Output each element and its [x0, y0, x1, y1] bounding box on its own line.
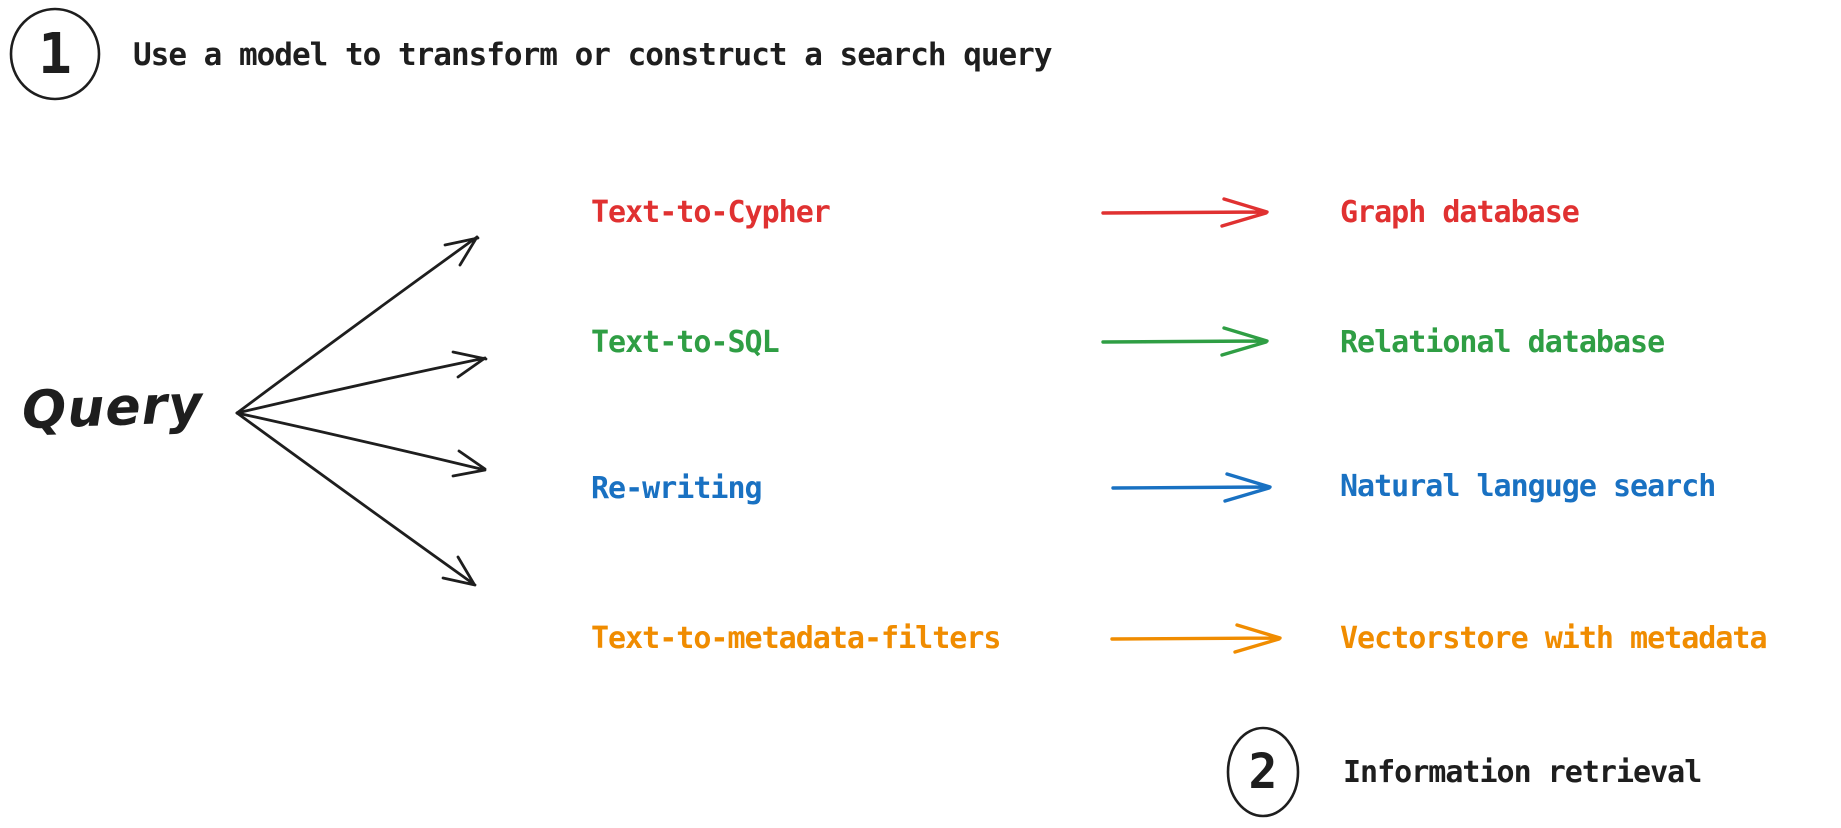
- method-label-re-writing: Re-writing: [591, 471, 763, 506]
- step2-circle: [1226, 726, 1300, 818]
- method-label-text-to-sql: Text-to-SQL: [591, 325, 780, 360]
- step1-circle: [9, 7, 101, 101]
- query-fan-arrow-1: [235, 235, 480, 415]
- target-label-natural-language-search: Natural languge search: [1340, 469, 1716, 504]
- arrow-text-to-sql: [1101, 326, 1269, 357]
- arrow-text-to-metadata-filters: [1110, 623, 1282, 654]
- target-label-graph-database: Graph database: [1340, 195, 1580, 230]
- query-node-label: Query: [21, 374, 205, 442]
- query-fan-arrow-4: [235, 411, 477, 587]
- arrow-re-writing: [1111, 472, 1272, 503]
- target-label-vectorstore-with-metadata: Vectorstore with metadata: [1340, 621, 1768, 656]
- method-label-text-to-cypher: Text-to-Cypher: [591, 195, 831, 230]
- query-fan-arrow-2: [235, 350, 488, 415]
- step2-number: 2: [1248, 744, 1278, 800]
- method-label-text-to-metadata-filters: Text-to-metadata-filters: [591, 621, 1001, 656]
- step1-label: Use a model to transform or construct a …: [133, 37, 1053, 73]
- step1-number: 1: [38, 21, 72, 87]
- step2-label: Information retrieval: [1343, 755, 1702, 790]
- query-fan-arrow-3: [235, 411, 487, 478]
- arrow-text-to-cypher: [1101, 197, 1269, 228]
- target-label-relational-database: Relational database: [1340, 325, 1665, 360]
